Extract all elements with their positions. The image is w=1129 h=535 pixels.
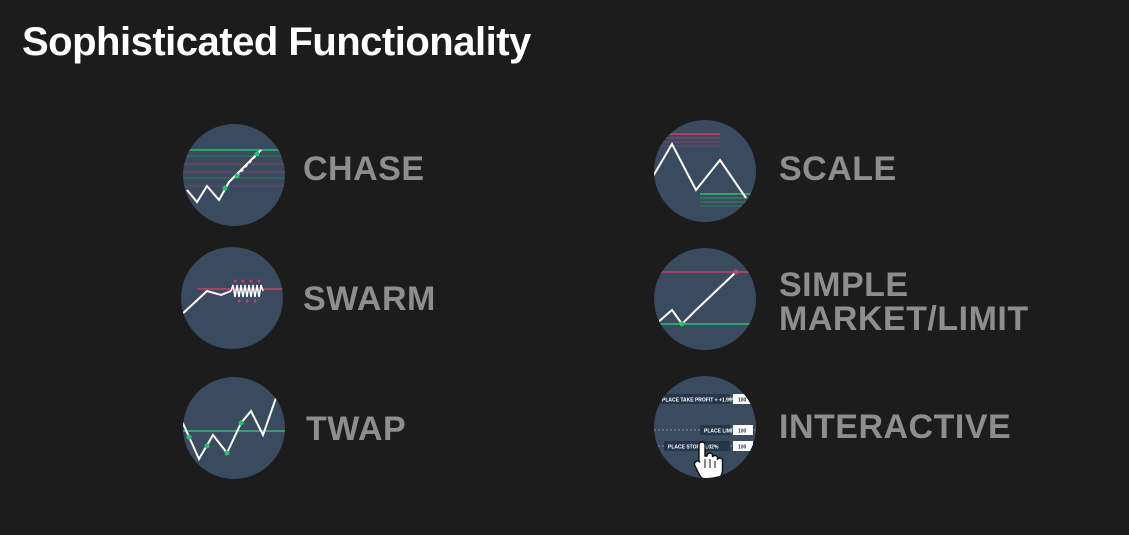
simple-market-limit-icon xyxy=(650,244,760,354)
limit-badge: 100 xyxy=(738,429,747,435)
scale-icon xyxy=(650,116,760,226)
simple-label-line2: MARKET/LIMIT xyxy=(779,300,1029,338)
swarm-label: SWARM xyxy=(303,280,436,318)
interactive-label: INTERACTIVE xyxy=(779,408,1012,446)
swarm-icon xyxy=(177,243,287,353)
take-profit-text: PLACE TAKE PROFIT + +1.99% xyxy=(662,398,737,404)
page-title: Sophisticated Functionality xyxy=(22,20,531,64)
chase-label: CHASE xyxy=(303,150,425,188)
stop-badge: 100 xyxy=(738,445,747,451)
twap-icon xyxy=(179,373,289,483)
chase-icon xyxy=(179,120,289,230)
limit-text: PLACE LIMIT xyxy=(704,429,735,435)
hand-cursor-icon xyxy=(693,441,724,478)
twap-label: TWAP xyxy=(306,410,407,448)
stop-text: PLACE STOP - 1.02% xyxy=(668,445,719,451)
simple-label-line1: SIMPLE xyxy=(779,266,909,304)
take-profit-badge: 100 xyxy=(738,398,747,404)
simple-market-limit-label: SIMPLE MARKET/LIMIT xyxy=(779,268,1029,336)
scale-label: SCALE xyxy=(779,150,897,188)
interactive-icon: PLACE TAKE PROFIT + +1.99% 100 PLACE LIM… xyxy=(650,372,760,482)
